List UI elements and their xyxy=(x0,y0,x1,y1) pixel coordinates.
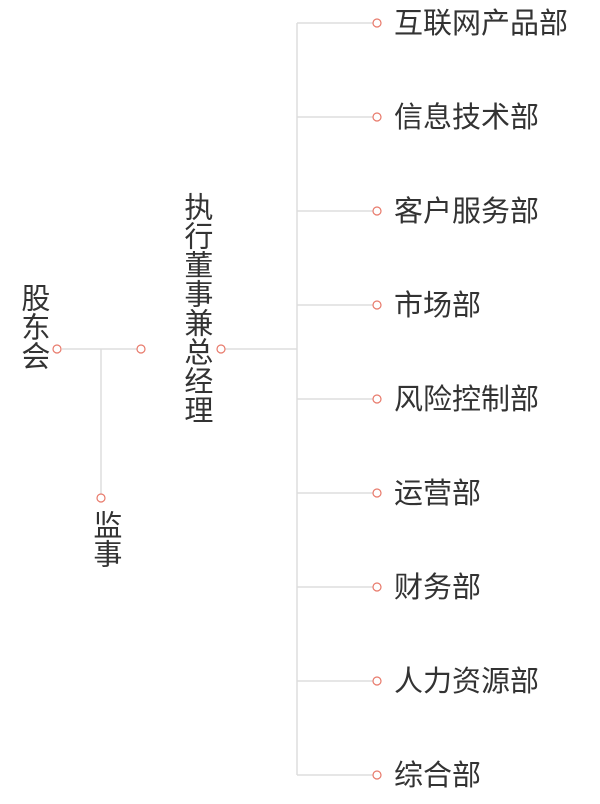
node-dot-department xyxy=(372,300,382,310)
node-dot-department xyxy=(372,676,382,686)
node-dot-department xyxy=(372,582,382,592)
node-dot-exec-input xyxy=(136,344,146,354)
node-department: 财务部 xyxy=(394,570,482,604)
node-department: 市场部 xyxy=(394,288,482,322)
node-dot-supervisor xyxy=(96,493,106,503)
node-dot-department xyxy=(372,112,382,122)
node-department: 信息技术部 xyxy=(394,100,540,134)
node-department: 客户服务部 xyxy=(394,194,540,228)
node-dot-exec-output xyxy=(216,344,226,354)
node-dot-department xyxy=(372,394,382,404)
node-dot-department xyxy=(372,18,382,28)
node-dot-department xyxy=(372,206,382,216)
node-department: 人力资源部 xyxy=(394,664,540,698)
node-department: 互联网产品部 xyxy=(394,6,569,40)
node-department: 风险控制部 xyxy=(394,382,540,416)
node-department: 综合部 xyxy=(394,758,482,792)
node-executive-director-gm: 执行董事兼总经理 xyxy=(179,192,214,424)
node-department: 运营部 xyxy=(394,476,482,510)
node-dot-root xyxy=(52,344,62,354)
node-dot-department xyxy=(372,770,382,780)
node-supervisor: 监事 xyxy=(88,510,123,568)
node-shareholders-meeting: 股东会 xyxy=(16,283,51,370)
node-dot-department xyxy=(372,488,382,498)
